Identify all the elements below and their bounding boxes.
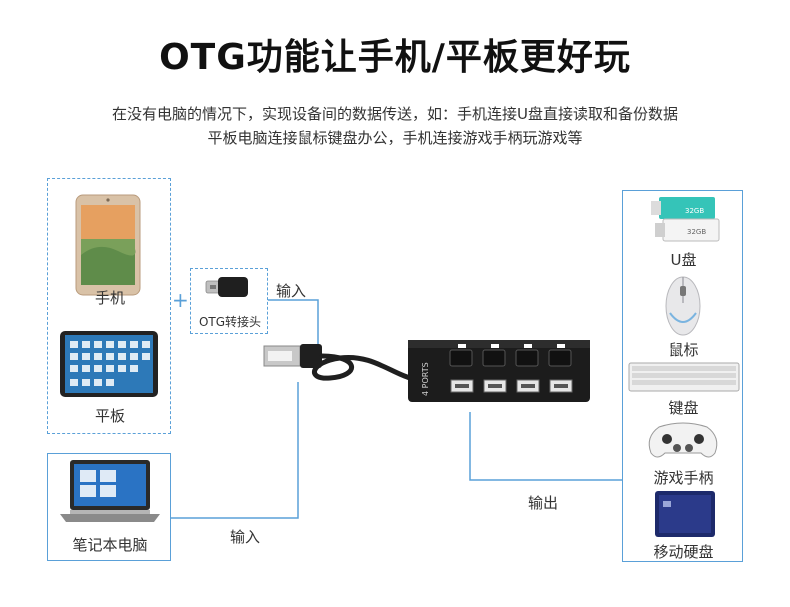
plus-sign: + xyxy=(172,288,189,312)
udisk-icon: 32GB 32GB xyxy=(651,197,720,242)
laptop-icon xyxy=(60,460,160,522)
phone-label: 手机 xyxy=(94,289,125,307)
mouse-icon xyxy=(665,276,701,336)
input-label-bottom: 输入 xyxy=(230,528,261,546)
laptop-label: 笔记本电脑 xyxy=(72,536,148,554)
gamepad-icon xyxy=(648,422,718,458)
udisk-label: U盘 xyxy=(670,251,697,269)
page-title: OTG功能让手机/平板更好玩 xyxy=(159,37,631,78)
description-line-2: 平板电脑连接鼠标键盘办公，手机连接游戏手柄玩游戏等 xyxy=(207,129,583,147)
peripherals-icons: 32GB 32GB xyxy=(628,197,740,537)
svg-text:32GB: 32GB xyxy=(685,207,704,215)
hdd-icon xyxy=(655,491,715,537)
keyboard-label: 键盘 xyxy=(668,399,699,417)
laptop-box: 笔记本电脑 xyxy=(47,453,171,561)
description-line-1: 在没有电脑的情况下，实现设备间的数据传送，如：手机连接U盘直接读取和备份数据 xyxy=(112,105,678,123)
output-label: 输出 xyxy=(528,494,559,512)
gamepad-label: 游戏手柄 xyxy=(653,469,714,487)
otg-adapter-box: OTG转接头 xyxy=(190,268,268,334)
input-label-top: 输入 xyxy=(276,282,307,300)
mouse-label: 鼠标 xyxy=(668,341,699,359)
hub-brand-text: 4 PORTS xyxy=(421,362,430,396)
otg-adapter-label: OTG转接头 xyxy=(198,315,262,329)
mobile-devices-box: 手机 平板 xyxy=(47,178,171,434)
otg-adapter-icon xyxy=(205,277,248,297)
hdd-label: 移动硬盘 xyxy=(653,543,714,561)
usb-hub-icon xyxy=(408,340,590,402)
keyboard-icon xyxy=(628,362,740,392)
phone-icon xyxy=(60,194,158,397)
peripheral-devices-box: 32GB 32GB xyxy=(622,190,743,562)
svg-text:32GB: 32GB xyxy=(687,228,706,236)
tablet-label: 平板 xyxy=(94,407,125,425)
